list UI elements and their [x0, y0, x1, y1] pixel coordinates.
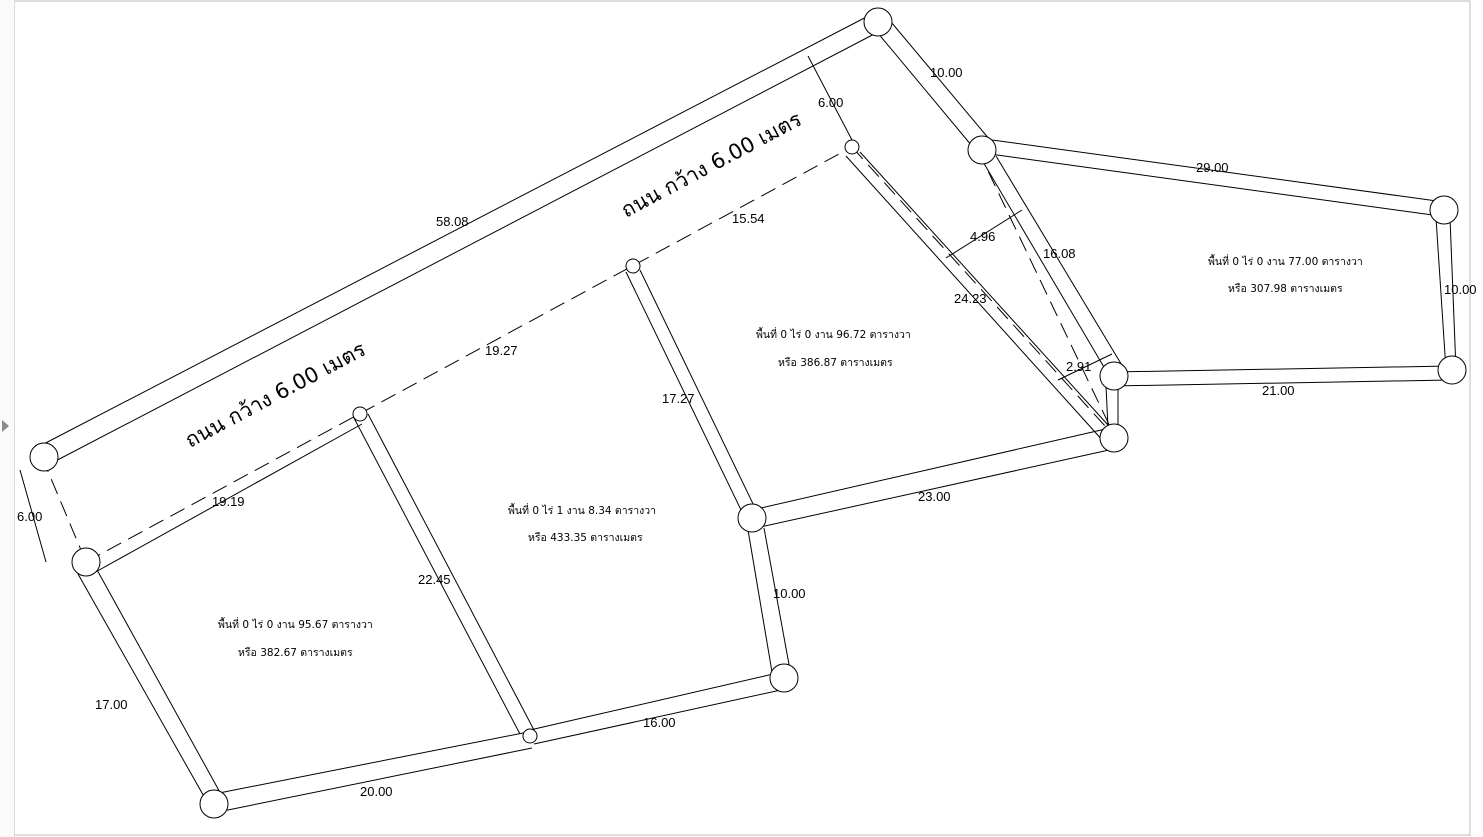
dimension-label: 58.08	[436, 214, 469, 229]
boundary-lines	[19, 12, 1457, 813]
corner-marker	[769, 663, 799, 693]
plot-area-sqm: หรือ 382.67 ตารางเมตร	[238, 646, 353, 659]
dimension-label: 20.00	[360, 784, 393, 799]
plot-area-label: พื้นที่ 0 ไร่ 1 งาน 8.34 ตารางวา	[508, 503, 656, 517]
frame	[15, 0, 1471, 836]
corner-marker	[625, 258, 641, 274]
corner-marker	[1437, 355, 1467, 385]
plot-area-sqm: หรือ 386.87 ตารางเมตร	[778, 356, 893, 369]
dimension-label: 4.96	[970, 229, 995, 244]
dimension-label: 16.08	[1043, 246, 1076, 261]
corner-marker	[844, 139, 860, 155]
corner-marker	[199, 789, 229, 819]
dimension-label: 24.23	[954, 291, 987, 306]
dimension-label: 6.00	[17, 509, 42, 524]
dimension-label: 19.19	[212, 494, 245, 509]
dimension-label: 6.00	[818, 95, 843, 110]
road-inner-line	[41, 146, 1116, 563]
dimension-label: 10.00	[1444, 282, 1477, 297]
dimension-label: 2.91	[1066, 359, 1091, 374]
corner-marker	[1099, 423, 1129, 453]
dimension-label: 16.00	[643, 715, 676, 730]
road-width-indicators	[807, 55, 1113, 381]
dimension-label: 23.00	[918, 489, 951, 504]
corner-marker	[29, 442, 59, 472]
corner-marker	[522, 728, 538, 744]
road-label: ถนน กว้าง 6.00 เมตร	[617, 107, 805, 222]
plot-area-label: พื้นที่ 0 ไร่ 0 งาน 77.00 ตารางวา	[1208, 254, 1363, 268]
dimension-label: 10.00	[773, 586, 806, 601]
corner-marker	[71, 547, 101, 577]
left-ruler	[0, 0, 15, 837]
expand-arrow-icon[interactable]	[2, 420, 9, 432]
dimension-label: 29.00	[1196, 160, 1229, 175]
dimension-label: 15.54	[732, 211, 765, 226]
plot-area-label: พื้นที่ 0 ไร่ 0 งาน 96.72 ตารางวา	[756, 327, 911, 341]
corner-marker	[737, 503, 767, 533]
dimension-label: 19.27	[485, 343, 518, 358]
dimension-label: 10.00	[930, 65, 963, 80]
plot-area-sqm: หรือ 307.98 ตารางเมตร	[1228, 282, 1343, 295]
plot-area-sqm: หรือ 433.35 ตารางเมตร	[528, 531, 643, 544]
corner-marker	[863, 7, 893, 37]
corner-marker	[1429, 195, 1459, 225]
dimension-label: 21.00	[1262, 383, 1295, 398]
dimension-label: 17.27	[662, 391, 695, 406]
dimension-label: 17.00	[95, 697, 128, 712]
corner-marker	[1099, 361, 1129, 391]
corner-marker	[352, 406, 368, 422]
dimension-label: 22.45	[418, 572, 451, 587]
plot-area-label: พื้นที่ 0 ไร่ 0 งาน 95.67 ตารางวา	[218, 617, 373, 631]
corner-markers	[29, 7, 1467, 819]
corner-marker	[967, 135, 997, 165]
